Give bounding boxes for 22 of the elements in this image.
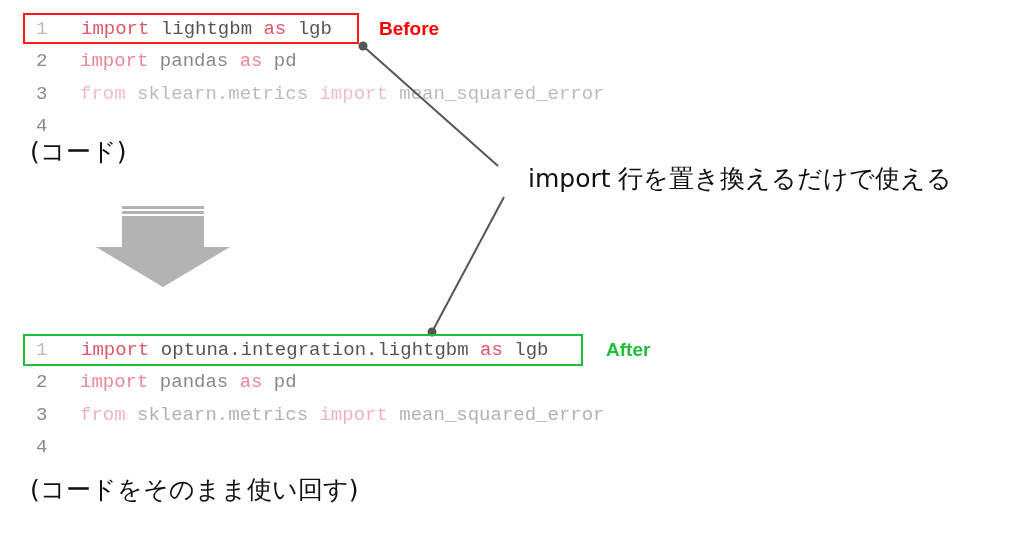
caption-text: (コードをそのまま使い回す)	[30, 475, 359, 505]
code-line: from sklearn.metrics import mean_squared_error	[80, 404, 605, 426]
line-number: 2	[36, 371, 48, 393]
leader-line	[427, 196, 505, 337]
highlight-box	[23, 13, 359, 44]
callout-text: import 行を置き換えるだけで使える	[528, 164, 988, 196]
line-number: 3	[36, 83, 48, 105]
highlight-box	[23, 334, 583, 366]
tag-label: After	[606, 339, 651, 361]
line-number: 1	[36, 17, 48, 40]
line-number: 4	[36, 436, 48, 458]
line-number: 2	[36, 50, 48, 72]
code-line: import pandas as pd	[80, 50, 297, 72]
line-number: 4	[36, 115, 48, 137]
tag-label: Before	[379, 18, 440, 40]
line-number: 1	[36, 339, 48, 361]
code-line: import optuna.integration.lightgbm as lgb	[81, 339, 549, 361]
line-number: 3	[36, 404, 48, 426]
caption-text: (コード)	[30, 137, 127, 167]
leader-line	[358, 41, 499, 167]
code-line: import lightgbm as lgb	[81, 17, 332, 40]
code-line: import pandas as pd	[80, 371, 297, 393]
